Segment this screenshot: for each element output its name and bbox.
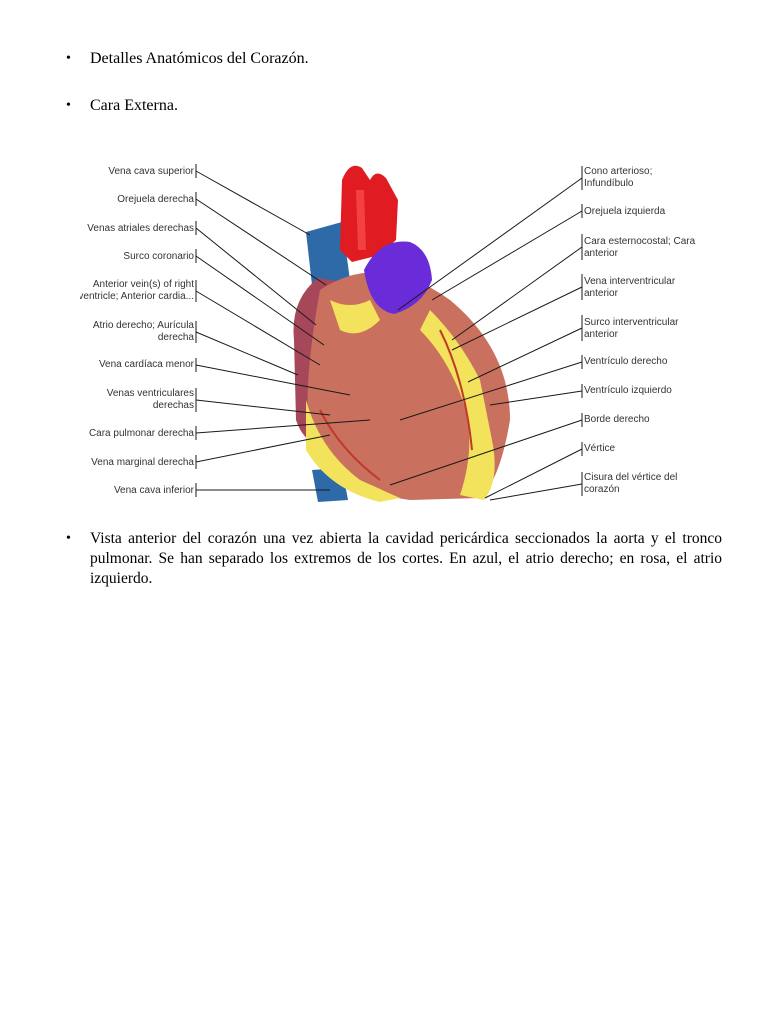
bullet-figure-caption: • Vista anterior del corazón una vez abi… [66, 529, 722, 589]
bullet-heading-external: • Cara Externa. [66, 96, 178, 116]
bullet-dot: • [66, 531, 71, 546]
label-cara-pulmonar-derecha: Cara pulmonar derecha [89, 428, 194, 439]
label-cono-arterioso-2: Infundíbulo [584, 178, 634, 189]
pulmonary-trunk [364, 241, 432, 314]
aortic-highlight [356, 190, 366, 250]
label-vertice: Vértice [584, 443, 616, 454]
bullet-text: Cara Externa. [90, 97, 178, 114]
label-cono-arterioso-1: Cono arterioso; [584, 166, 652, 177]
label-orejuela-izquierda: Orejuela izquierda [584, 206, 666, 217]
label-vena-cardiaca-menor: Vena cardíaca menor [99, 359, 195, 370]
right-labels: Cono arterioso; Infundíbulo Orejuela izq… [584, 166, 696, 495]
label-venas-atriales-derechas: Venas atriales derechas [87, 223, 194, 234]
label-vena-cava-superior: Vena cava superior [108, 166, 194, 177]
label-surco-coronario: Surco coronario [123, 251, 194, 262]
aorta [340, 165, 398, 262]
label-vena-interventricular-2: anterior [584, 288, 619, 299]
label-atrio-derecho-2: derecha [158, 332, 195, 343]
left-labels: Vena cava superior Orejuela derecha Vena… [80, 166, 195, 496]
label-cara-esternocostal-2: anterior [584, 248, 619, 259]
label-surco-interventricular-2: anterior [584, 329, 619, 340]
heart-illustration [293, 165, 510, 502]
coronary-fat [330, 300, 380, 334]
label-cisura-vertice-2: corazón [584, 484, 620, 495]
label-ventriculo-derecho: Ventrículo derecho [584, 356, 668, 367]
anterior-interventricular-vessel [439, 329, 473, 451]
marginal-fat [306, 400, 400, 502]
interventricular-fat [420, 310, 495, 500]
label-cisura-vertice-1: Cisura del vértice del [584, 472, 677, 483]
label-anterior-veins-1: Anterior vein(s) of right [93, 279, 194, 290]
label-venas-ventriculares-1: Venas ventriculares [107, 388, 194, 399]
label-orejuela-derecha: Orejuela derecha [117, 194, 194, 205]
bullet-dot: • [66, 51, 71, 66]
label-cara-esternocostal-1: Cara esternocostal; Cara [584, 236, 696, 247]
label-vena-marginal-derecha: Vena marginal derecha [91, 457, 194, 468]
marginal-vessel [319, 409, 381, 481]
label-venas-ventriculares-2: derechas [153, 400, 194, 411]
label-atrio-derecho-1: Atrio derecho; Aurícula [93, 320, 195, 331]
bullet-heading-anatomy: • Detalles Anatómicos del Corazón. [66, 49, 309, 69]
left-leader-lines [195, 164, 371, 497]
label-vena-cava-inferior: Vena cava inferior [114, 485, 195, 496]
label-borde-derecho: Borde derecho [584, 414, 650, 425]
caption-text: Vista anterior del corazón una vez abier… [90, 530, 722, 587]
label-anterior-veins-2: ventricle; Anterior cardia... [80, 291, 194, 302]
heart-anatomy-figure: Vena cava superior Orejuela derecha Vena… [80, 164, 696, 502]
bullet-dot: • [66, 98, 71, 113]
label-surco-interventricular-1: Surco interventricular [584, 317, 679, 328]
right-leader-lines [389, 166, 583, 501]
label-ventriculo-izquierdo: Ventrículo izquierdo [584, 385, 672, 396]
label-vena-interventricular-1: Vena interventricular [584, 276, 676, 287]
bullet-text: Detalles Anatómicos del Corazón. [90, 50, 309, 67]
